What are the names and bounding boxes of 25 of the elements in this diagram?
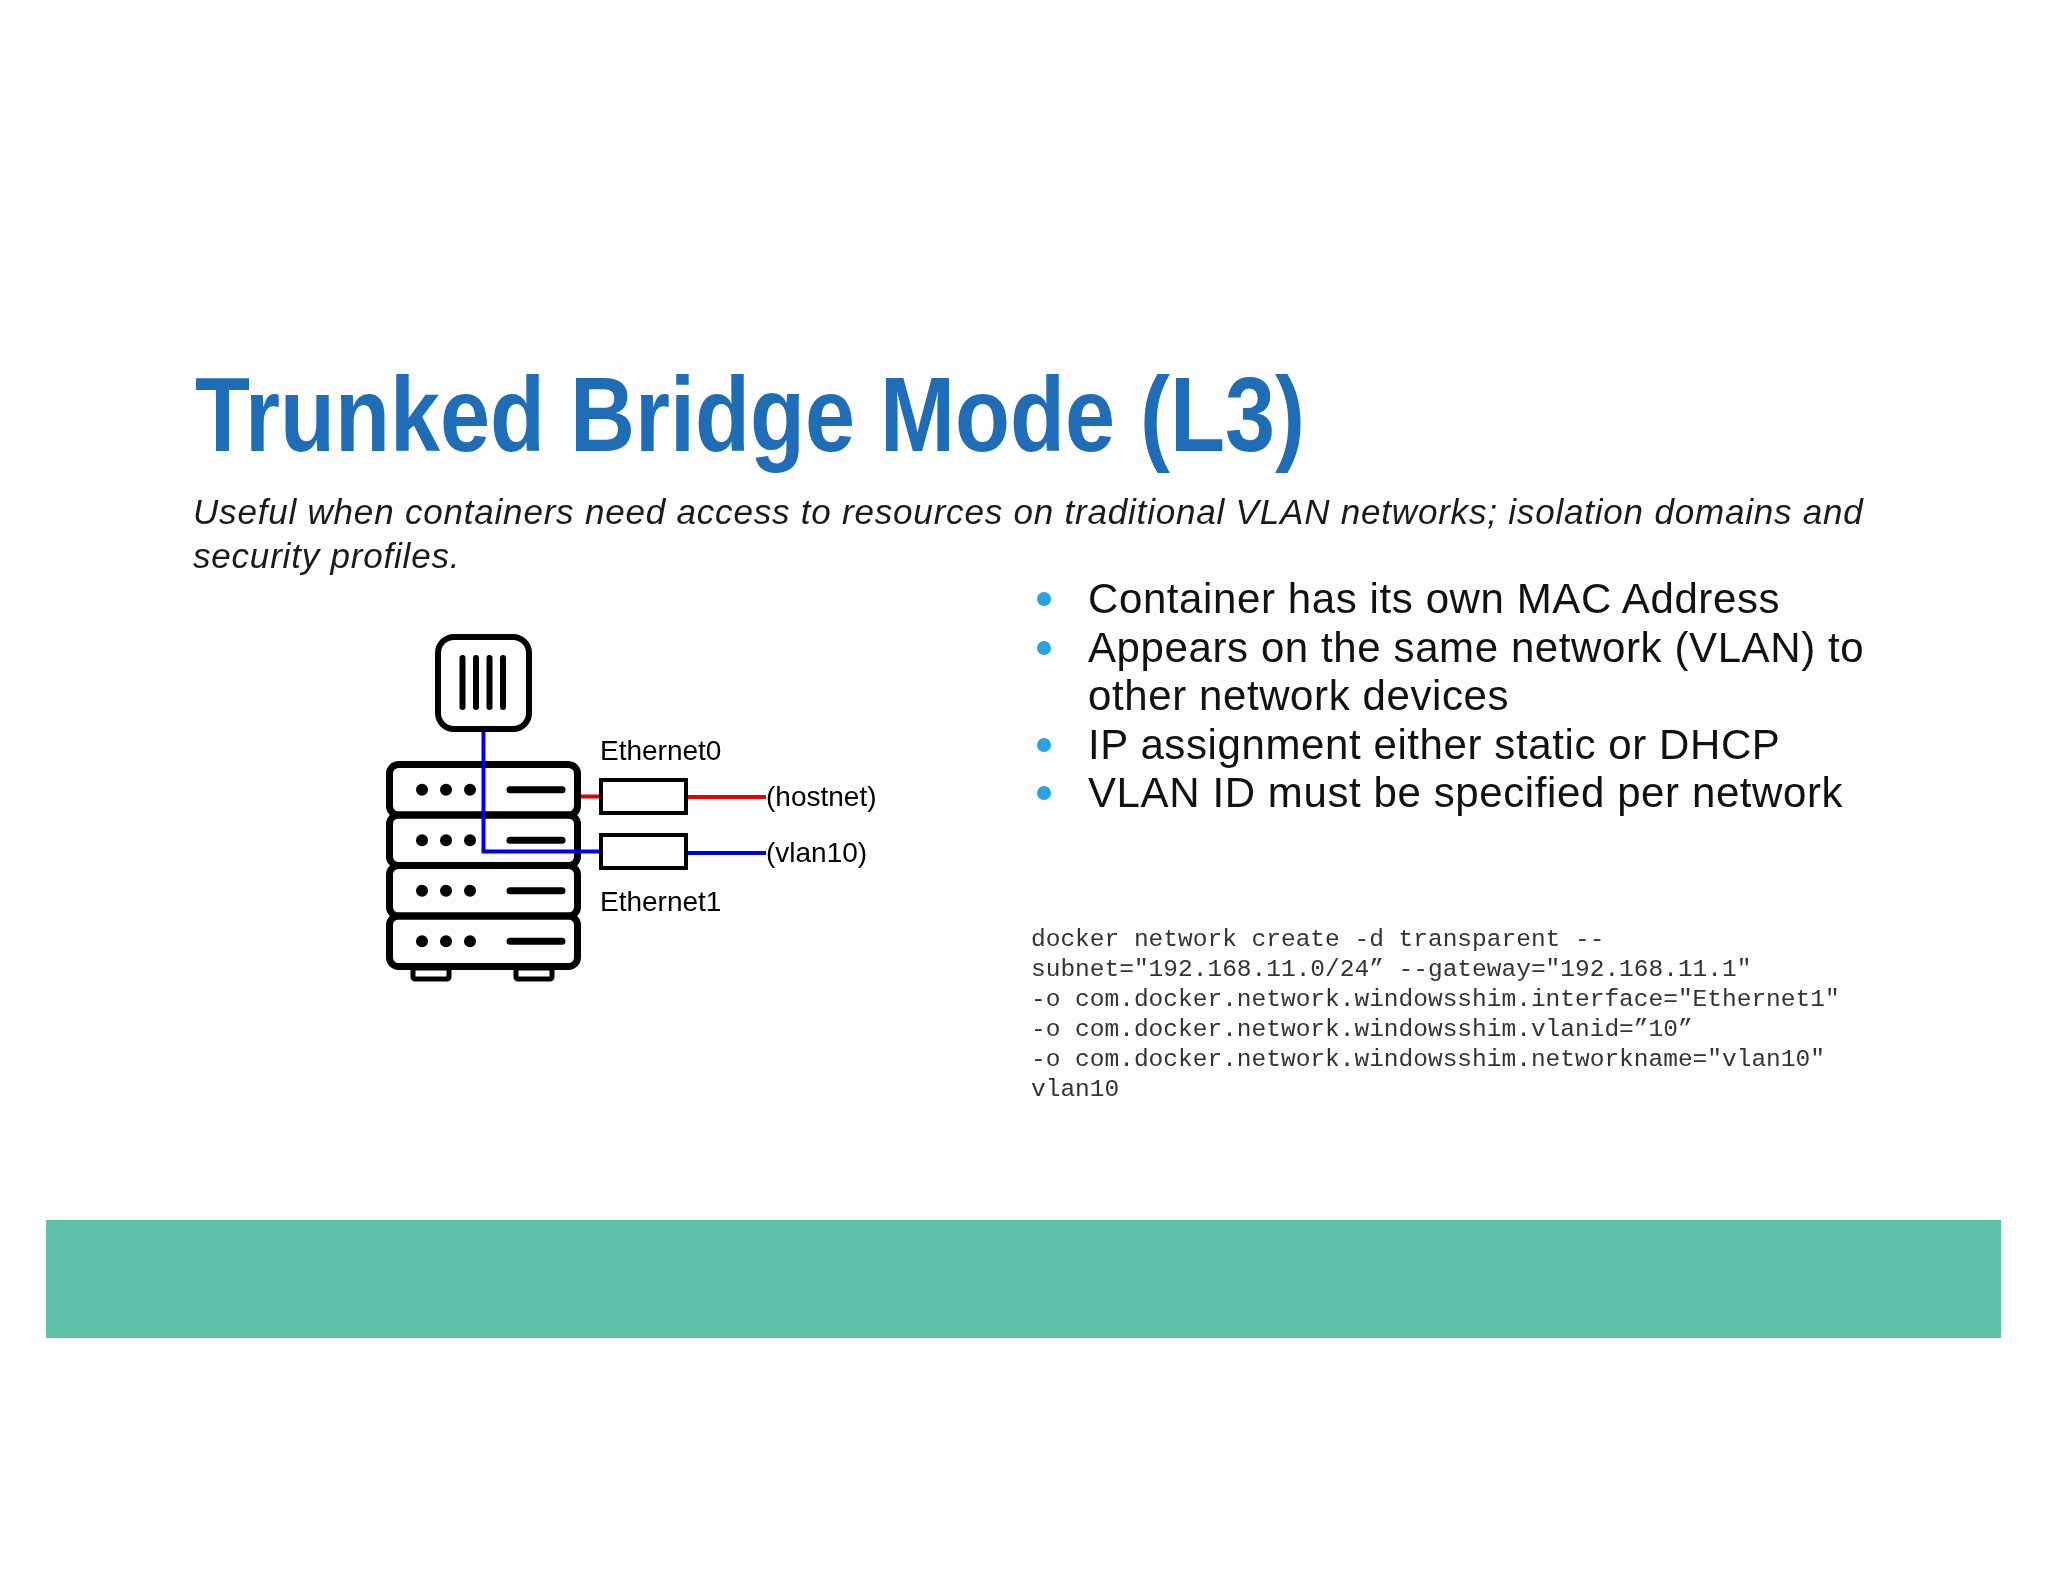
code-text: subnet="192.168.11.0/24” --gateway="192.168.11.1" [1031,955,1752,985]
network-label: (hostnet) [766,780,877,814]
network-interface-box [599,833,688,870]
network-interface-box [599,778,688,815]
bullet-text: Container has its own MAC Address [1088,575,1782,624]
subtitle-text: Useful when containers need access to resources on traditional VLAN networks; isolation domains and security profiles. [193,491,1865,577]
cable-line [688,795,766,799]
bullet-text: IP assignment either static or DHCP [1088,720,1782,769]
bullet-text: Appears on the same network (VLAN) to other network devices [1088,623,1866,721]
cable-line [581,794,599,799]
network-label: (vlan10) [766,836,868,870]
code-text: -o com.docker.network.windowsshim.networkname="vlan10" [1031,1045,1825,1075]
code-text: vlan10 [1031,1075,1120,1105]
interface-label: Ethernet1 [600,885,722,919]
server-rack-drawing [386,761,581,982]
code-text: -o com.docker.network.windowsshim.interface="Ethernet1" [1031,985,1840,1015]
cable-line [481,732,486,761]
code-text: docker network create -d transparent -- [1031,925,1605,955]
slide-title: Trunked Bridge Mode (L3) [195,354,1306,476]
bullet-text: VLAN ID must be specified per network [1088,769,1845,818]
container-icon [435,634,532,732]
interface-label: Ethernet0 [600,734,722,768]
cable-line [581,849,599,854]
code-text: -o com.docker.network.windowsshim.vlanid=”10” [1031,1015,1693,1045]
cable-line [688,851,766,855]
